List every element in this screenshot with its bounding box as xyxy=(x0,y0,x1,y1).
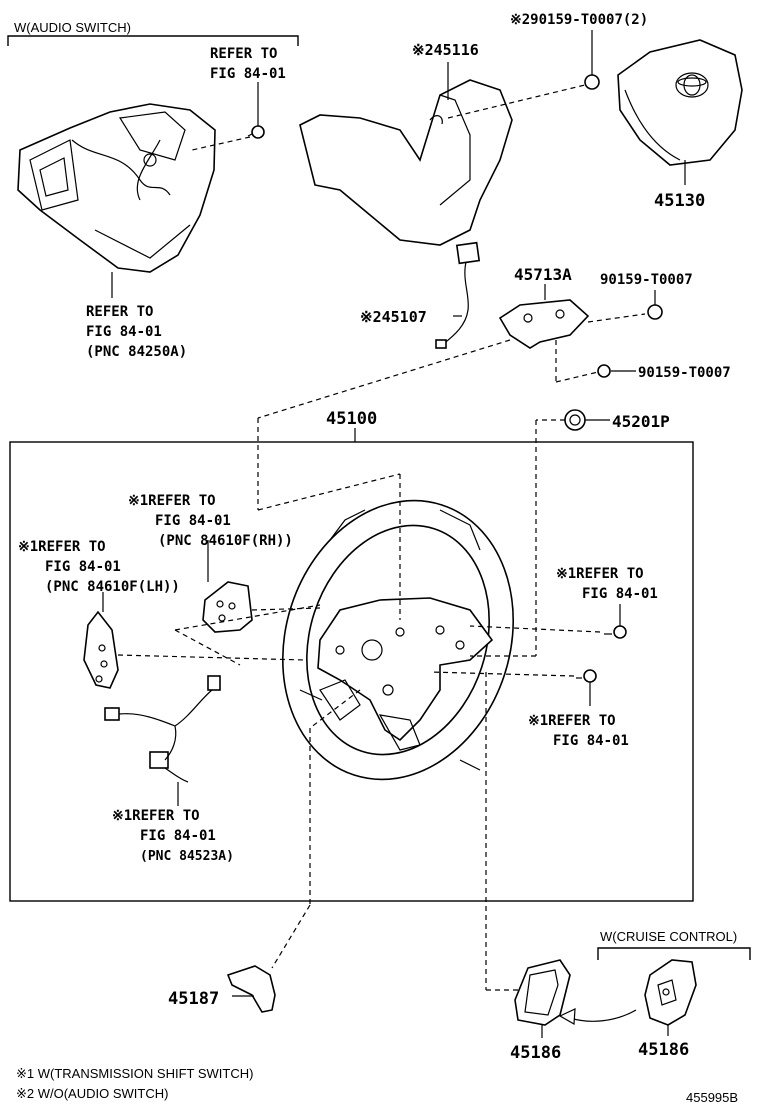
part-45107-label: ※245107 xyxy=(360,308,427,326)
switch-rh xyxy=(202,473,401,633)
steering-wheel xyxy=(281,499,515,781)
bottom-refer-line2: FIG 84-01 xyxy=(140,828,216,844)
rh-refer-line2: FIG 84-01 xyxy=(155,513,231,529)
bottom-refer-line3: (PNC 84523A) xyxy=(140,849,234,864)
part-90159-top-label: ※290159-T0007(2) xyxy=(510,12,648,28)
diagram-id: 455995B xyxy=(686,1090,738,1105)
screw-90159-low: 90159-T0007 xyxy=(597,364,731,381)
part-45201p-label: 45201P xyxy=(612,412,670,431)
refer-pnc-left-line1: REFER TO xyxy=(86,304,153,320)
part-45116-label: ※245116 xyxy=(412,41,479,59)
footnote-2: ※2 W/O(AUDIO SWITCH) xyxy=(16,1086,168,1101)
screw-90159-mid: 90159-T0007 xyxy=(600,272,693,320)
part-45187-label: 45187 xyxy=(168,989,219,1009)
steering-pad-audio-switch xyxy=(17,103,216,273)
lh-refer-line2: FIG 84-01 xyxy=(45,559,121,575)
part-45713a-label: 45713A xyxy=(514,265,572,284)
lh-refer-line1: ※1REFER TO xyxy=(18,539,106,555)
part-90159-low-label: 90159-T0007 xyxy=(638,365,731,381)
cruise-control-group: W(CRUISE CONTROL) 45186 xyxy=(597,929,751,1060)
footnote-1: ※1 W(TRANSMISSION SHIFT SWITCH) xyxy=(16,1066,253,1081)
screw-right-upper xyxy=(469,604,627,639)
wire-harness xyxy=(104,675,221,806)
steering-wheel-45100-group: 45100 xyxy=(9,409,694,990)
switch-lh xyxy=(83,592,321,689)
rh-refer-line3: (PNC 84610F(RH)) xyxy=(158,533,293,549)
rh-refer-line1: ※1REFER TO xyxy=(128,493,216,509)
cover-45187: 45187 xyxy=(168,904,311,1013)
right-lower-refer-line2: FIG 84-01 xyxy=(553,733,629,749)
refer-pnc-left-line2: FIG 84-01 xyxy=(86,324,162,340)
lh-refer-line3: (PNC 84610F(LH)) xyxy=(45,579,180,595)
bottom-refer-line1: ※1REFER TO xyxy=(112,808,200,824)
part-90159-mid-label: 90159-T0007 xyxy=(600,272,693,288)
assembly-frame xyxy=(9,441,694,902)
right-lower-refer-line1: ※1REFER TO xyxy=(528,713,616,729)
toyota-logo-icon xyxy=(675,72,709,98)
screw-right-lower xyxy=(429,669,597,706)
part-45186-left-label: 45186 xyxy=(510,1043,561,1063)
wire-45107: ※245107 xyxy=(360,241,481,349)
screw-90159-top: ※290159-T0007(2) xyxy=(510,12,648,90)
cruise-control-caption: W(CRUISE CONTROL) xyxy=(600,929,737,944)
plug-45201p: 45201P xyxy=(535,409,670,656)
refer-fig-top-line1: REFER TO xyxy=(210,46,277,62)
part-45130-label: 45130 xyxy=(654,191,705,211)
audio-switch-caption: W(AUDIO SWITCH) xyxy=(14,20,131,35)
bracket-45713a: 45713A xyxy=(257,265,646,419)
airbag-45130: 45130 xyxy=(617,39,743,211)
audio-switch-group: W(AUDIO SWITCH) REFER TO FIG 84-01 REFER… xyxy=(7,20,299,360)
cover-45186-left: 45186 xyxy=(486,959,571,1063)
right-upper-refer-line1: ※1REFER TO xyxy=(556,566,644,582)
cover-45186-cruise xyxy=(644,959,697,1036)
right-upper-refer-line2: FIG 84-01 xyxy=(582,586,658,602)
screw-icon xyxy=(247,125,265,139)
part-45100-label: 45100 xyxy=(326,409,377,429)
refer-pnc-left-line3: (PNC 84250A) xyxy=(86,344,187,360)
cover-45116: ※245116 xyxy=(299,41,586,246)
part-45186-cruise-label: 45186 xyxy=(638,1040,689,1060)
arrow-icon xyxy=(558,1008,637,1025)
refer-fig-top-line2: FIG 84-01 xyxy=(210,66,286,82)
